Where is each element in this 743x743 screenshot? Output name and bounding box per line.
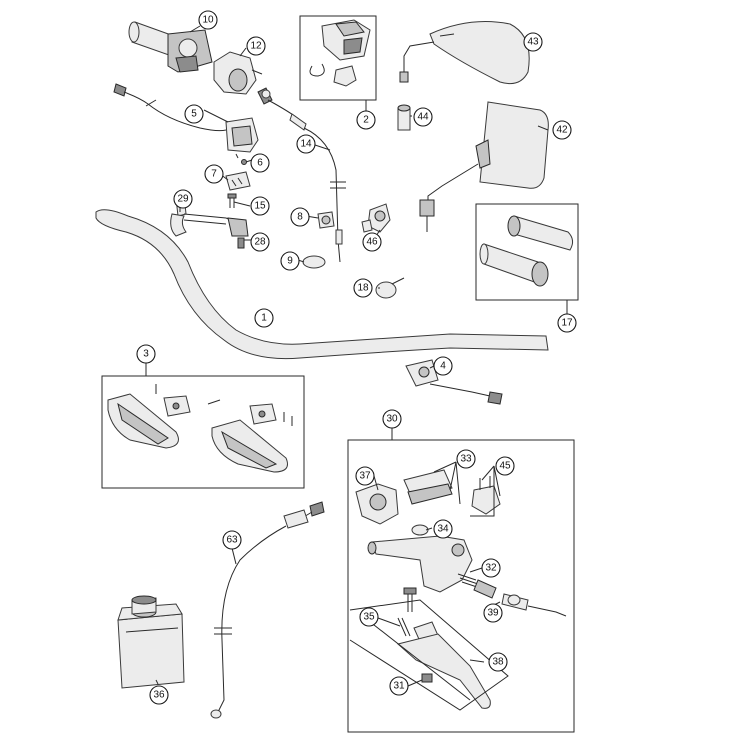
throttle-cable-part xyxy=(257,87,346,263)
callout-33: 33 xyxy=(456,449,476,469)
svg-text:31: 31 xyxy=(393,681,405,692)
wiring-harness-part xyxy=(113,83,259,159)
svg-text:34: 34 xyxy=(437,524,449,535)
svg-text:12: 12 xyxy=(250,41,262,52)
svg-text:38: 38 xyxy=(492,657,504,668)
callout-44: 44 xyxy=(413,107,433,127)
grip-set-frame xyxy=(475,203,579,301)
o-ring-part xyxy=(302,255,326,269)
hand-guard-part xyxy=(107,384,293,473)
svg-text:39: 39 xyxy=(487,608,499,619)
cable-tie-part xyxy=(375,277,405,299)
callout-36: 36 xyxy=(149,685,169,705)
callout-6: 6 xyxy=(250,153,270,173)
svg-text:32: 32 xyxy=(485,563,497,574)
svg-text:2: 2 xyxy=(363,115,369,126)
svg-text:14: 14 xyxy=(300,139,312,150)
svg-text:6: 6 xyxy=(257,158,263,169)
svg-text:43: 43 xyxy=(527,37,539,48)
callout-8: 8 xyxy=(290,207,310,227)
callout-42: 42 xyxy=(552,120,572,140)
callout-29: 29 xyxy=(173,189,193,209)
callout-35: 35 xyxy=(359,607,379,627)
svg-text:8: 8 xyxy=(297,212,303,223)
callout-leaders xyxy=(155,25,549,687)
callout-2: 2 xyxy=(356,110,376,130)
callout-39: 39 xyxy=(483,603,503,623)
mirror-clamp-part xyxy=(361,203,391,233)
clutch-cable-part xyxy=(210,501,325,719)
svg-text:9: 9 xyxy=(287,256,293,267)
throttle-grip-part xyxy=(128,21,213,73)
brake-fluid-bottle-part xyxy=(117,595,185,689)
callout-37: 37 xyxy=(355,466,375,486)
callout-46: 46 xyxy=(362,232,382,252)
callout-38: 38 xyxy=(488,652,508,672)
svg-text:35: 35 xyxy=(363,612,375,623)
svg-text:63: 63 xyxy=(226,535,238,546)
switch-group-frame xyxy=(299,15,377,101)
callout-1: 1 xyxy=(254,308,274,328)
throttle-cover-part xyxy=(213,51,263,95)
callout-31: 31 xyxy=(389,676,409,696)
svg-text:28: 28 xyxy=(254,237,266,248)
callout-32: 32 xyxy=(481,558,501,578)
mirror-right-part xyxy=(419,101,549,232)
svg-text:33: 33 xyxy=(460,454,472,465)
mirror-left-part xyxy=(399,21,530,85)
callout-18: 18 xyxy=(353,278,373,298)
handlebar-part xyxy=(95,209,549,360)
mirror-adapter-part xyxy=(397,104,411,131)
svg-text:42: 42 xyxy=(556,125,568,136)
callout-3: 3 xyxy=(136,344,156,364)
callout-17: 17 xyxy=(557,313,577,333)
svg-text:7: 7 xyxy=(211,169,217,180)
small-hardware-group xyxy=(225,159,251,208)
svg-text:37: 37 xyxy=(359,471,371,482)
switch-unit-part xyxy=(309,19,371,87)
svg-text:29: 29 xyxy=(177,194,189,205)
brake-master-cylinder-frame xyxy=(347,439,575,733)
callout-7: 7 xyxy=(204,164,224,184)
callout-45: 45 xyxy=(495,456,515,476)
svg-text:15: 15 xyxy=(254,201,266,212)
handlebar-grips-part xyxy=(479,215,574,287)
callout-30: 30 xyxy=(382,409,402,429)
kill-switch-part xyxy=(405,359,503,405)
svg-text:10: 10 xyxy=(202,15,214,26)
callout-9: 9 xyxy=(280,251,300,271)
callout-10: 10 xyxy=(198,10,218,30)
svg-text:4: 4 xyxy=(440,361,446,372)
svg-text:45: 45 xyxy=(499,461,511,472)
brake-master-cylinder-part xyxy=(349,469,567,711)
svg-text:46: 46 xyxy=(366,237,378,248)
hand-guard-frame xyxy=(101,375,305,489)
callout-15: 15 xyxy=(250,196,270,216)
callout-34: 34 xyxy=(433,519,453,539)
svg-text:5: 5 xyxy=(191,109,197,120)
svg-text:1: 1 xyxy=(261,313,267,324)
callout-14: 14 xyxy=(296,134,316,154)
callout-28: 28 xyxy=(250,232,270,252)
cable-clamp-part xyxy=(317,211,335,229)
callout-63: 63 xyxy=(222,530,242,550)
callout-43: 43 xyxy=(523,32,543,52)
clutch-lever-part xyxy=(170,193,249,249)
svg-text:30: 30 xyxy=(386,414,398,425)
svg-text:17: 17 xyxy=(561,318,573,329)
callout-12: 12 xyxy=(246,36,266,56)
svg-text:18: 18 xyxy=(357,283,369,294)
svg-text:36: 36 xyxy=(153,690,165,701)
callout-4: 4 xyxy=(433,356,453,376)
svg-text:3: 3 xyxy=(143,349,149,360)
callout-5: 5 xyxy=(184,104,204,124)
svg-text:44: 44 xyxy=(417,112,429,123)
